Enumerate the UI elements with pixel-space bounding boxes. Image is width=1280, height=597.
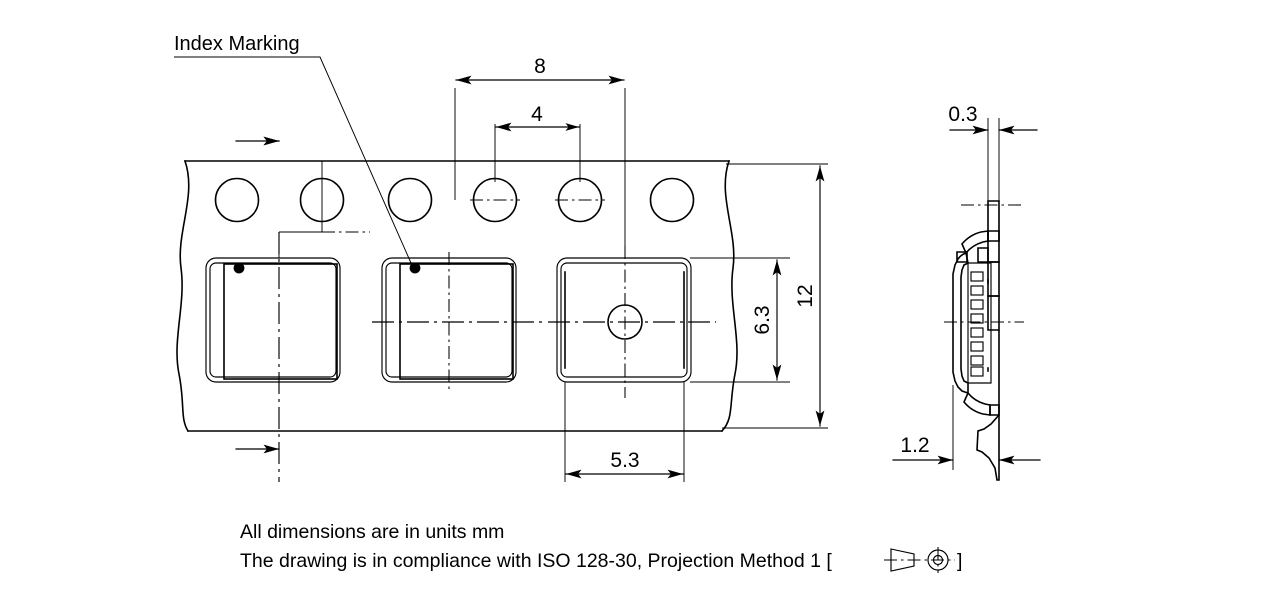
dimension-pocket-height-6-3: 6.3 (690, 257, 790, 383)
component-body (223, 263, 338, 380)
tape-section-view (944, 200, 1024, 481)
dimension-pocket-width-5-3: 5.3 (564, 382, 685, 482)
dimension-pitch-4: 4 (494, 103, 581, 182)
units-note: All dimensions are in units mm (240, 521, 504, 543)
pocket-1 (205, 257, 341, 383)
index-marking-dot (409, 262, 421, 274)
standard-note: The drawing is in compliance with ISO 12… (240, 550, 832, 572)
sprocket-hole (214, 177, 260, 223)
dimension-pocket-depth-1-2: 1.2 (892, 385, 1041, 470)
sprocket-hole (649, 177, 695, 223)
pocket-3 (556, 257, 692, 383)
dimension-pitch-8: 8 (454, 55, 626, 248)
dimension-value-5-3: 5.3 (610, 449, 639, 472)
drawing-notes: All dimensions are in units mm The drawi… (240, 521, 962, 573)
index-marking-callout: Index Marking (174, 33, 412, 264)
dimension-value-1-2: 1.2 (900, 434, 929, 457)
dimension-value-6-3: 6.3 (751, 305, 774, 334)
feed-direction-arrows (235, 136, 280, 454)
dimension-value-12: 12 (794, 284, 817, 307)
dimension-value-0-3: 0.3 (948, 103, 977, 126)
dimension-value-4: 4 (531, 103, 543, 126)
index-marking-dot (233, 262, 245, 274)
index-marking-leader (174, 56, 412, 264)
tape-body-outline (176, 159, 738, 433)
first-angle-projection-symbol: ] (884, 547, 962, 573)
standard-note-bracket-close: ] (957, 550, 962, 572)
tape-top-view (176, 159, 738, 482)
section-pocket-profile (952, 230, 1000, 481)
dimension-tape-width-12: 12 (722, 163, 828, 429)
index-marking-label: Index Marking (174, 33, 300, 55)
sprocket-hole-row (214, 177, 695, 223)
index-pitch-leader (278, 161, 370, 258)
section-cover-strip (987, 200, 1000, 331)
dimension-cover-thickness-0-3: 0.3 (948, 103, 1038, 201)
section-terminals (970, 271, 984, 377)
sprocket-hole (387, 177, 433, 223)
dimension-value-8: 8 (534, 55, 546, 78)
